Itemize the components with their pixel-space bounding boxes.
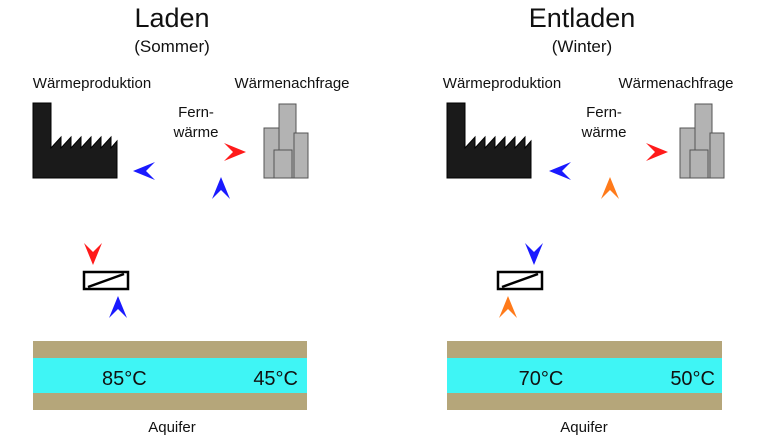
cold-flow-up-arrow [212,177,230,199]
warm-flow-up-heat-exchanger-arrow [499,296,517,318]
factory-icon [446,102,532,179]
heat-exchanger-icon [496,270,544,291]
cold-flow-up-heat-exchanger-arrow [109,296,127,318]
aquifer-label: Aquifer [148,419,196,436]
panel-title: Entladen [529,3,636,33]
district-heating-label-line1: Fern- [178,104,214,121]
hot-well-temperature: 85°C [102,368,147,390]
cold-return-arrow [549,162,571,180]
aquifer-layer [447,341,722,410]
heat-exchanger-icon [82,270,130,291]
panel-subtitle: (Winter) [552,37,612,56]
buildings-icon [263,103,309,179]
district-heating-label-line2: wärme [172,124,218,141]
panel-charging: Laden (Sommer) Wärmeproduktion Wärmenach… [32,3,350,436]
hot-supply-arrow [646,143,668,161]
hot-flow-down-arrow [84,243,102,265]
cold-return-arrow [133,162,155,180]
panel-title: Laden [134,3,209,33]
aquifer-layer [33,341,307,410]
warm-flow-up-arrow [601,177,619,199]
cold-well-temperature: 45°C [253,368,298,390]
panel-subtitle: (Sommer) [134,37,210,56]
factory-icon [32,102,118,179]
cold-flow-down-arrow [525,243,543,265]
heat-production-label: Wärmeproduktion [33,75,151,92]
district-heating-label-line2: wärme [580,124,626,141]
heat-production-label: Wärmeproduktion [443,75,561,92]
heat-demand-label: Wärmenachfrage [618,75,733,92]
heat-demand-label: Wärmenachfrage [234,75,349,92]
warm-well-temperature: 70°C [519,368,564,390]
cold-well-temperature: 50°C [670,368,715,390]
aquifer-label: Aquifer [560,419,608,436]
panel-discharging: Entladen (Winter) Wärmeproduktion Wärmen… [443,3,734,436]
district-heating-label-line1: Fern- [586,104,622,121]
buildings-icon [679,103,725,179]
hot-supply-arrow [224,143,246,161]
